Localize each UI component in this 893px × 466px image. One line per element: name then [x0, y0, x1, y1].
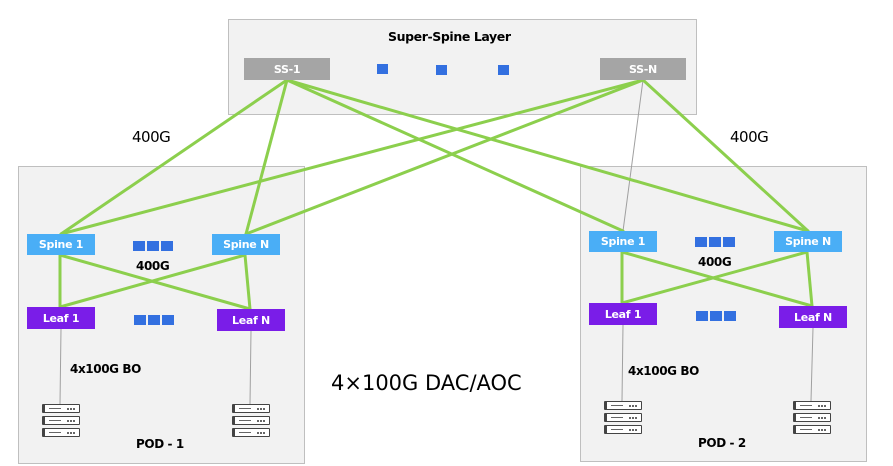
ellipsis-square-icon	[436, 65, 447, 75]
ellipsis-square-icon	[377, 64, 388, 74]
pod-1-spine-n[interactable]: Spine N	[212, 234, 280, 255]
pod-2-server-rack-n-icon	[793, 401, 831, 437]
super-spine-node-ss-n[interactable]: SS-N	[600, 58, 686, 80]
pod-1-spine-1[interactable]: Spine 1	[27, 234, 95, 255]
super-spine-node-ss-1[interactable]: SS-1	[244, 58, 330, 80]
cabling-caption: 4×100G DAC/AOC	[331, 371, 522, 395]
leaf-ellipsis-icon	[134, 315, 174, 325]
pod-1-server-rack-n-icon	[232, 404, 270, 440]
ellipsis-square-icon	[498, 65, 509, 75]
pod-2-label: POD - 2	[698, 436, 746, 450]
super-spine-layer-title: Super-Spine Layer	[388, 29, 511, 44]
pod-1-server-link-label: 4x100G BO	[70, 362, 141, 376]
pod-2-leaf-1[interactable]: Leaf 1	[589, 303, 657, 325]
spine-ellipsis-icon	[695, 237, 735, 247]
pod-1-leaf-1[interactable]: Leaf 1	[27, 307, 95, 329]
pod-2-server-rack-1-icon	[604, 401, 642, 437]
pod-2-spine-n[interactable]: Spine N	[774, 231, 842, 252]
pod-2-spine-1[interactable]: Spine 1	[589, 231, 657, 252]
uplink-speed-label-left: 400G	[132, 128, 171, 146]
uplink-speed-label-right: 400G	[730, 128, 769, 146]
pod-1-server-rack-1-icon	[42, 404, 80, 440]
pod-1-label: POD - 1	[136, 437, 184, 451]
pod-1-leaf-n[interactable]: Leaf N	[217, 309, 285, 331]
leaf-ellipsis-icon	[696, 311, 736, 321]
pod-2-spine-leaf-speed: 400G	[698, 255, 732, 269]
pod-2-leaf-n[interactable]: Leaf N	[779, 306, 847, 328]
pod-2-server-link-label: 4x100G BO	[628, 364, 699, 378]
pod-1-spine-leaf-speed: 400G	[136, 259, 170, 273]
spine-ellipsis-icon	[133, 241, 173, 251]
